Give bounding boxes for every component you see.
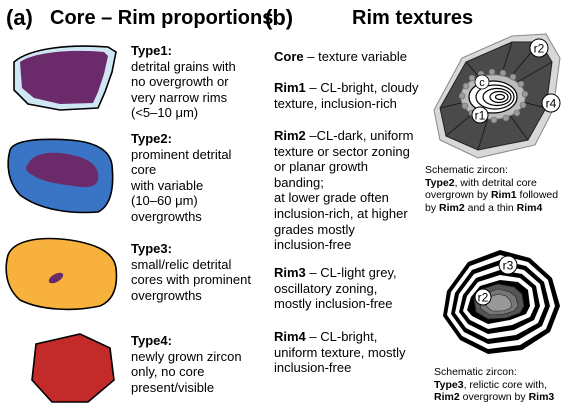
schematic1-label-r2: r2	[529, 38, 549, 58]
caption-text: overgrown by	[459, 391, 529, 404]
schematic1-caption: Schematic zircon: Type2, with detrital c…	[425, 164, 558, 214]
rim4-label: Rim4	[274, 329, 306, 344]
rim1-description: Rim1 – CL-bright, cloudy texture, inclus…	[274, 80, 419, 111]
type2-core	[26, 152, 99, 188]
caption-bold: Type2	[425, 176, 455, 189]
type1-heading: Type1:	[131, 43, 172, 58]
caption-bold: Type3	[434, 378, 464, 391]
panel-a-title: Core – Rim proportions	[50, 7, 274, 29]
caption-text: , with detrital core	[454, 176, 537, 189]
schematic2-label-r2: r2	[474, 288, 492, 306]
rim3-description: Rim3 – CL-light grey, oscillatory zoning…	[274, 265, 397, 312]
rim4-line: inclusion-free	[274, 360, 352, 376]
core-zoning	[475, 84, 515, 110]
svg-text:r2: r2	[478, 291, 489, 305]
type1-line: very narrow rims	[131, 89, 228, 105]
svg-text:r3: r3	[503, 259, 514, 273]
type2-line: prominent detrital	[131, 146, 232, 162]
rim1-line: texture, inclusion-rich	[274, 95, 397, 111]
caption-line: Schematic zircon:	[425, 164, 508, 176]
type2-line: overgrowths	[131, 208, 202, 224]
rim3-label: Rim3	[274, 265, 306, 280]
caption-bold: Rim1	[490, 189, 517, 202]
type3-description: Type3: small/relic detrital cores with p…	[131, 241, 251, 303]
rim2-line: –CL-dark, uniform	[305, 128, 414, 143]
schematic1-label-c: c	[474, 74, 490, 90]
core-description: Core – texture variable	[274, 49, 407, 65]
type2-line: core	[131, 162, 157, 178]
rim1-line: – CL-bright, cloudy	[305, 80, 419, 95]
schematic1-label-r4: r4	[541, 93, 561, 113]
type3-line: small/relic detrital	[131, 256, 232, 272]
type2-line: with variable	[131, 177, 204, 193]
type4-line: newly grown zircon	[131, 348, 242, 364]
rim2-line: inclusion-free	[274, 237, 352, 253]
type4-line: present/visible	[131, 379, 215, 395]
schematic2-label-r3: r3	[498, 255, 518, 275]
caption-bold: Rim3	[528, 391, 555, 404]
svg-text:r2: r2	[534, 42, 545, 56]
type1-core	[20, 50, 108, 104]
caption-bold: Rim2	[434, 391, 460, 404]
type3-heading: Type3:	[131, 241, 172, 256]
caption-text: and a thin	[464, 201, 517, 214]
caption-text: overgrown by	[425, 189, 491, 202]
type3-core	[48, 272, 64, 284]
type2-description: Type2: prominent detrital core with vari…	[131, 131, 231, 225]
schematic1-label-r1: r1	[471, 106, 489, 124]
rim3-line: mostly inclusion-free	[274, 296, 393, 312]
rim2-line: texture or sector zoning	[274, 143, 410, 159]
type2-line: (10–60 μm)	[131, 193, 198, 209]
caption-bold: Rim2	[439, 201, 465, 214]
type3-line: cores with prominent	[131, 272, 251, 288]
panel-b-title: Rim textures	[352, 7, 474, 29]
rim3-line: oscillatory zoning,	[274, 280, 378, 296]
svg-text:r1: r1	[475, 109, 486, 123]
type1-line: no overgrowth or	[131, 74, 229, 90]
type2-heading: Type2:	[131, 131, 172, 146]
rim1-inclusions	[458, 68, 529, 124]
panel-b-letter: (b)	[265, 5, 294, 30]
rim3-line: – CL-light grey,	[305, 265, 397, 280]
caption-text: followed	[516, 189, 559, 202]
rim2-line: at lower grade often	[274, 190, 389, 206]
rim2-description: Rim2 –CL-dark, uniform texture or sector…	[274, 128, 413, 253]
svg-text:r4: r4	[546, 97, 557, 111]
rim2-line: inclusion-rich, at higher	[274, 205, 408, 221]
rim2-line: or planar growth	[274, 159, 368, 175]
caption-text: , relictic core with,	[463, 378, 548, 391]
rim2-label: Rim2	[274, 128, 306, 143]
caption-text: by	[425, 201, 440, 214]
rim4-line: uniform texture, mostly	[274, 344, 406, 360]
rim4-line: – CL-bright,	[305, 329, 378, 344]
type4-fill	[31, 333, 115, 403]
panel-a-letter: (a)	[6, 5, 33, 30]
caption-line: Schematic zircon:	[434, 366, 517, 378]
schematic2-caption: Schematic zircon: Type3, relictic core w…	[434, 366, 554, 404]
type4-heading: Type4:	[131, 333, 172, 348]
type4-description: Type4: newly grown zircon only, no core …	[131, 333, 242, 395]
caption-bold: Rim4	[516, 201, 543, 214]
type1-description: Type1: detrital grains with no overgrowt…	[131, 43, 236, 121]
svg-text:c: c	[479, 77, 485, 89]
type4-line: only, no core	[131, 364, 205, 380]
core-label: Core	[274, 49, 304, 64]
rim2-line: banding;	[274, 174, 324, 190]
type3-line: overgrowths	[131, 287, 202, 303]
rim2-line: grades mostly	[274, 221, 355, 237]
core-text: – texture variable	[303, 49, 407, 64]
rim4-description: Rim4 – CL-bright, uniform texture, mostl…	[274, 329, 406, 376]
rim1-label: Rim1	[274, 80, 306, 95]
type1-line: (<5–10 μm)	[131, 105, 199, 121]
type1-line: detrital grains with	[131, 58, 236, 74]
